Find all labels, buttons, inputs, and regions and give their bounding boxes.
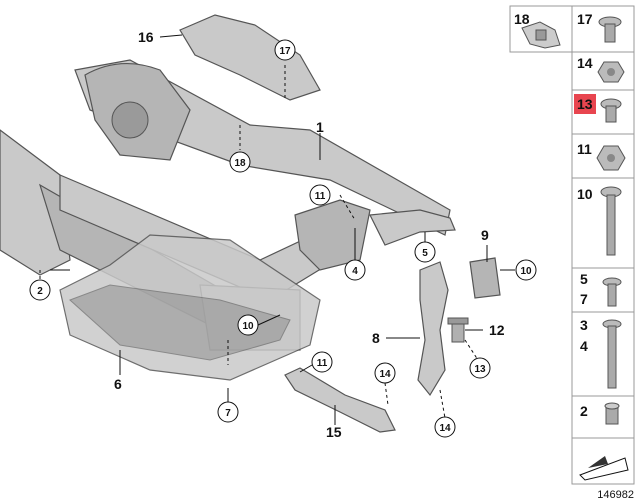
- part-num-4: 4: [580, 338, 588, 354]
- callout-4: [344, 259, 366, 281]
- label-13: 13: [474, 364, 486, 375]
- label-5: 5: [422, 248, 428, 259]
- label-14b: 14: [439, 423, 451, 434]
- callout-17: [274, 39, 296, 61]
- callout-11b: [311, 351, 333, 373]
- label-11a: 11: [315, 191, 326, 202]
- part-num-10: 10: [577, 186, 593, 202]
- part-cell-5-7: [571, 267, 635, 313]
- subframe-illustration: [0, 14, 501, 433]
- label-14a: 14: [379, 369, 391, 380]
- callout-13: [469, 357, 491, 379]
- label-10b: 10: [242, 321, 254, 332]
- parts-panel: 18 17 14 13 11 10 5 7 3 4 2: [509, 5, 635, 485]
- diagram-labels: 16 17 1 18 11 2 4 5 9 10 8 12 13 10 11 1…: [29, 29, 537, 440]
- part-num-14: 14: [577, 55, 593, 71]
- part-num-11: 11: [577, 141, 592, 157]
- label-18: 18: [234, 158, 246, 169]
- callout-2: [29, 279, 51, 301]
- callout-18: [229, 151, 251, 173]
- label-7: 7: [225, 408, 231, 419]
- part-num-13: 13: [577, 96, 593, 112]
- bolt-17-icon: [598, 16, 622, 43]
- callout-10a: [515, 259, 537, 281]
- label-9: 9: [481, 227, 489, 243]
- part-num-7: 7: [580, 291, 588, 307]
- callout-5: [414, 241, 436, 263]
- label-2: 2: [37, 286, 43, 297]
- nut-14-icon: [597, 61, 625, 83]
- diagram-id: 146982: [597, 489, 634, 501]
- callout-14a: [374, 362, 396, 384]
- nut-11-icon: [596, 145, 626, 171]
- label-16: 16: [138, 29, 154, 45]
- part-13-highlight: [574, 94, 596, 114]
- label-1: 1: [316, 119, 324, 135]
- label-11b: 11: [317, 358, 328, 369]
- part-num-18: 18: [514, 11, 530, 27]
- part-cell-3-4: [571, 311, 635, 397]
- label-12: 12: [489, 322, 505, 338]
- part-num-3: 3: [580, 317, 588, 333]
- direction-arrow-icon: [579, 456, 629, 481]
- label-15: 15: [326, 424, 342, 440]
- part-cell-2: [571, 395, 635, 439]
- part-cell-17: [571, 5, 635, 53]
- label-4: 4: [352, 266, 358, 277]
- label-8: 8: [372, 330, 380, 346]
- long-bolt-3-4-icon: [602, 319, 622, 389]
- callout-11a: [309, 184, 331, 206]
- callout-14b: [434, 416, 456, 438]
- bolt-5-7-icon: [602, 277, 622, 307]
- bolt-13-icon: [600, 98, 622, 123]
- part-num-2: 2: [580, 403, 588, 419]
- part-num-5: 5: [580, 271, 588, 287]
- label-10a: 10: [520, 266, 532, 277]
- part-num-17: 17: [577, 11, 593, 27]
- callout-10b: [237, 314, 259, 336]
- callout-7: [217, 401, 239, 423]
- long-bolt-10-icon: [600, 186, 622, 256]
- sleeve-2-icon: [604, 402, 620, 425]
- label-17: 17: [279, 46, 291, 57]
- label-6: 6: [114, 376, 122, 392]
